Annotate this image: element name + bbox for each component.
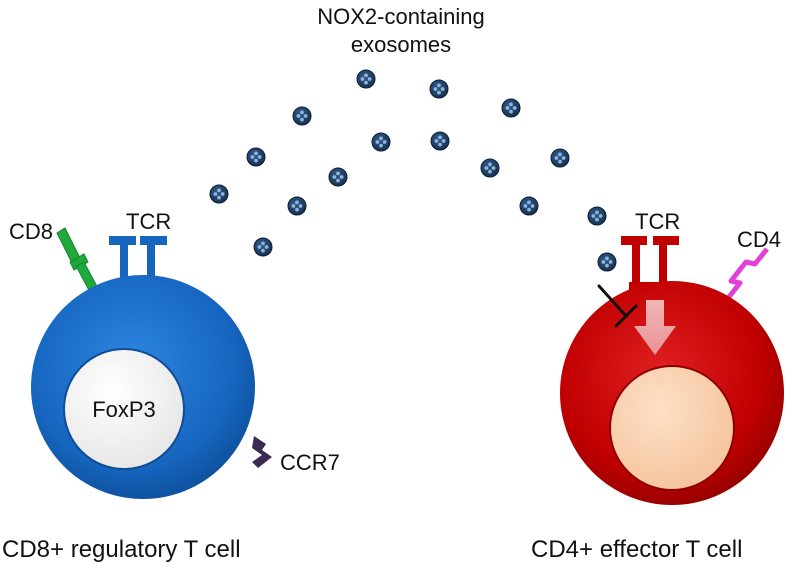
exosome	[287, 196, 307, 216]
ccr7-label: CCR7	[280, 450, 340, 475]
exosome	[292, 106, 312, 126]
foxp3-label: FoxP3	[92, 397, 156, 422]
exosome	[480, 158, 500, 178]
right-cell-caption: CD4+ effector T cell	[531, 536, 742, 563]
exosome	[430, 131, 450, 151]
nucleus	[63, 348, 185, 470]
nucleus	[609, 365, 735, 491]
left-cell-caption: CD8+ regulatory T cell	[2, 536, 241, 563]
exosome	[371, 132, 391, 152]
exosome	[209, 184, 229, 204]
tcr-label-left: TCR	[126, 209, 171, 234]
exosome	[587, 206, 607, 226]
ccr7-receptor	[252, 436, 272, 468]
exosome	[253, 237, 273, 257]
cd8-label: CD8	[9, 219, 53, 244]
exosome	[550, 148, 570, 168]
cd8-regulatory-t-cell: FoxP3 CD8 TCR CCR7 CD8+ regulatory T cel…	[2, 209, 340, 563]
exosome	[429, 79, 449, 99]
exosomes-title-line2: exosomes	[351, 32, 451, 57]
inhibition-marker	[597, 284, 638, 328]
cd4-effector-t-cell: TCR CD4 CD4+ effector T cell	[531, 209, 784, 563]
cd4-label: CD4	[737, 227, 781, 252]
signal-arrow	[634, 300, 676, 355]
cd8-receptor	[56, 227, 101, 297]
exosome-group	[209, 69, 617, 272]
exosome	[328, 167, 348, 187]
cd4-receptor	[715, 247, 769, 314]
exosome	[246, 147, 266, 167]
exosome	[597, 252, 617, 272]
tcr-label-right: TCR	[635, 209, 680, 234]
exosome	[519, 196, 539, 216]
exosome	[356, 69, 376, 89]
exosomes-title-line1: NOX2-containing	[317, 4, 485, 29]
exosome	[501, 98, 521, 118]
